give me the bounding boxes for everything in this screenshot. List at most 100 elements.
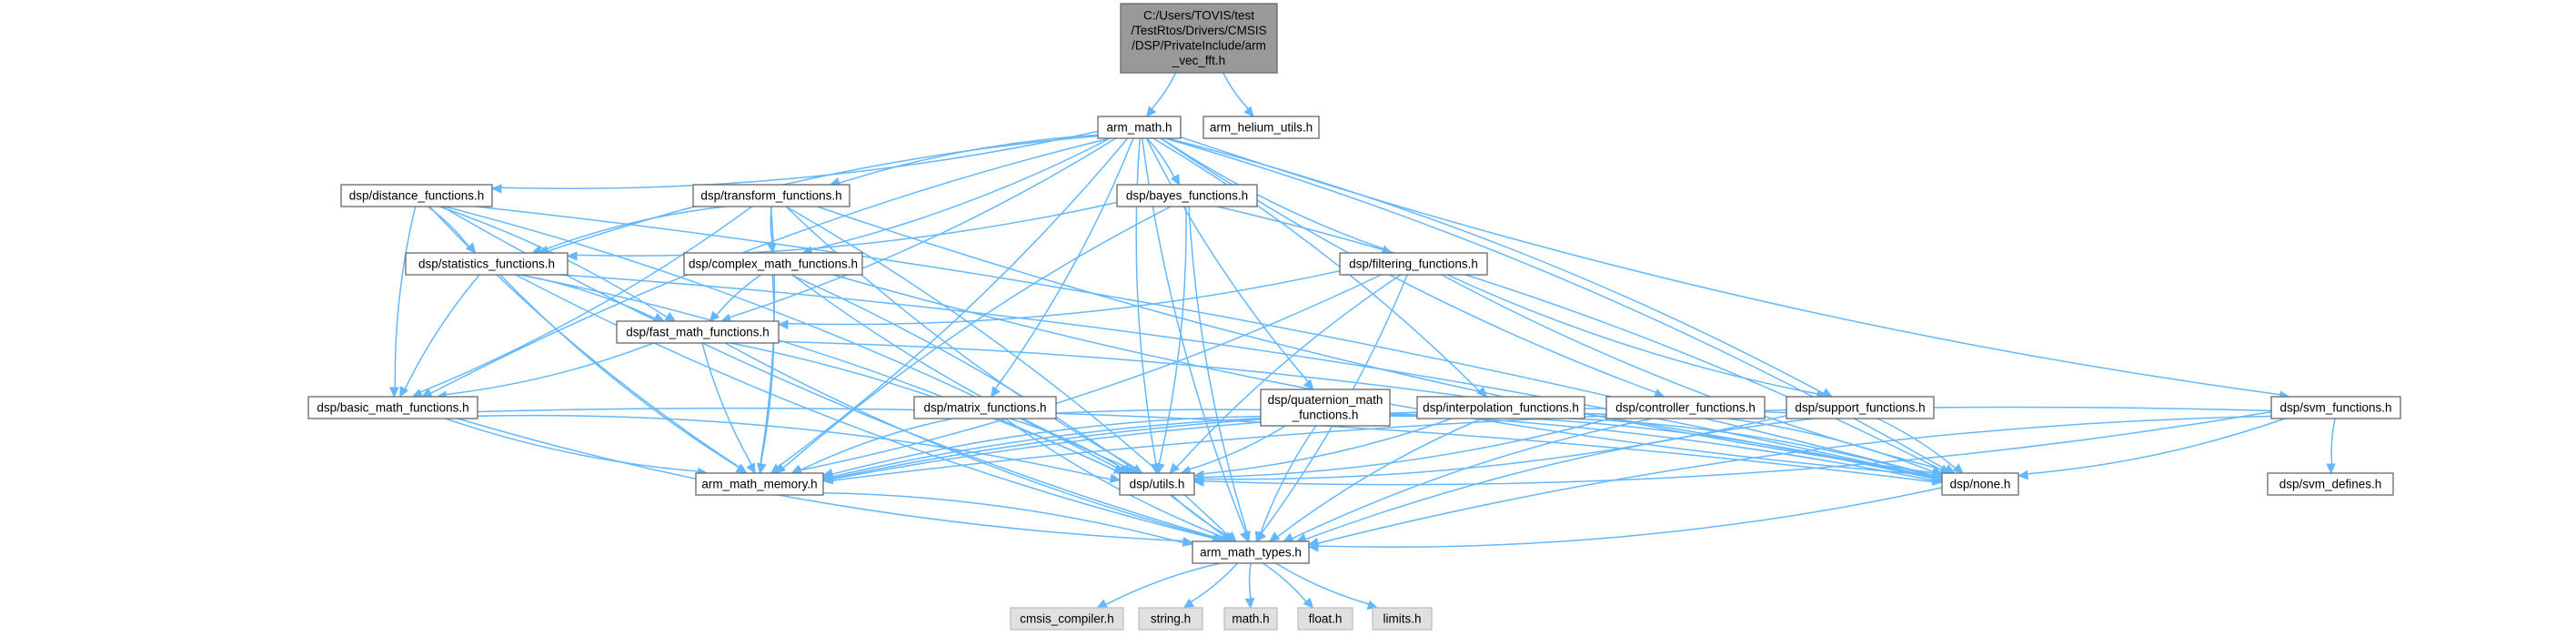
node-svm[interactable]: dsp/svm_functions.h (2270, 396, 2401, 419)
include-edge-interpolation-to-utils (1192, 418, 1453, 480)
include-edge-fast_math-to-utils (730, 342, 1125, 474)
include-edge-arm_math-to-bayes (1146, 137, 1181, 187)
include-edge-arm_math-to-support (1167, 137, 1834, 398)
node-box (683, 252, 863, 276)
include-edge-types-to-math (1244, 562, 1255, 610)
node-distance[interactable]: dsp/distance_functions.h (340, 184, 493, 207)
include-edge-support-to-types (1295, 418, 1815, 543)
edge-layer (389, 72, 2336, 610)
node-box (1260, 389, 1391, 427)
node-filtering[interactable]: dsp/filtering_functions.h (1339, 252, 1488, 276)
node-label: arm_math_memory.h (701, 477, 817, 490)
node-box (1010, 607, 1124, 631)
node-box (340, 184, 493, 207)
node-string: string.h (1138, 607, 1203, 631)
node-box (1192, 540, 1310, 564)
node-label: dsp/distance_functions.h (349, 188, 485, 202)
node-box (1297, 607, 1353, 631)
include-edge-filtering-to-utils (1169, 274, 1402, 474)
include-edge-bayes-to-statistics (566, 201, 1118, 261)
node-controller[interactable]: dsp/controller_functions.h (1605, 396, 1766, 419)
node-label: arm_helium_utils.h (1210, 120, 1313, 134)
node-label: dsp/support_functions.h (1795, 400, 1925, 414)
include-edge-memory-to-types (822, 491, 1194, 547)
node-label: dsp/matrix_functions.h (923, 400, 1046, 414)
node-label: C:/Users/TOVIS/test (1143, 9, 1254, 23)
node-memory[interactable]: arm_math_memory.h (695, 472, 824, 496)
node-box (2267, 472, 2394, 496)
node-quaternion[interactable]: dsp/quaternion_math_functions.h (1260, 389, 1391, 427)
node-label: dsp/interpolation_functions.h (1423, 400, 1579, 414)
node-complex[interactable]: dsp/complex_math_functions.h (683, 252, 863, 276)
include-edge-basic_math-to-utils (477, 414, 1122, 483)
node-fast-math[interactable]: dsp/fast_math_functions.h (616, 320, 780, 344)
node-label: dsp/utils.h (1130, 477, 1185, 490)
include-edge-root-to-helium (1222, 72, 1254, 117)
node-support[interactable]: dsp/support_functions.h (1786, 396, 1935, 419)
include-edge-interpolation-to-types (1268, 418, 1483, 542)
node-label: _functions.h (1292, 409, 1359, 422)
include-edge-statistics-to-basic_math (399, 274, 480, 399)
node-arm-math[interactable]: arm_math.h (1097, 116, 1182, 139)
include-edge-types-to-float (1263, 562, 1314, 609)
node-types[interactable]: arm_math_types.h (1192, 540, 1310, 564)
include-edge-arm_math-to-quaternion (1145, 137, 1314, 390)
node-box (1605, 396, 1766, 419)
node-box (1786, 396, 1935, 419)
include-edge-filtering-to-support (1446, 274, 1827, 400)
node-label: dsp/controller_functions.h (1615, 400, 1756, 414)
include-edge-complex-to-utils (791, 274, 1140, 474)
node-label: cmsis_compiler.h (1020, 611, 1114, 625)
include-edge-filtering-to-fast_math (777, 269, 1341, 329)
node-box (913, 396, 1057, 419)
node-limits: limits.h (1372, 607, 1433, 631)
include-edge-complex-to-memory (757, 274, 775, 475)
include-edge-support-to-none (1877, 418, 1965, 474)
node-utils[interactable]: dsp/utils.h (1119, 472, 1195, 496)
include-edge-fast_math-to-memory (701, 342, 756, 475)
node-label: dsp/bayes_functions.h (1126, 188, 1248, 202)
node-label: dsp/filtering_functions.h (1349, 257, 1478, 270)
node-label: dsp/svm_defines.h (2279, 477, 2382, 490)
include-edge-bayes-to-none (1216, 206, 1952, 474)
include-edge-svm-to-types (1307, 415, 2272, 548)
node-interpolation[interactable]: dsp/interpolation_functions.h (1416, 396, 1585, 419)
node-box (1116, 184, 1258, 207)
node-label: float.h (1309, 611, 1343, 625)
node-box (1223, 607, 1278, 631)
include-edge-basic_math-to-memory (445, 418, 709, 478)
include-edge-svm-to-svm_defines (2326, 418, 2336, 475)
include-edge-none-to-types (1307, 487, 1943, 552)
node-label: limits.h (1383, 611, 1421, 625)
include-edge-types-to-string (1182, 562, 1239, 609)
node-transform[interactable]: dsp/transform_functions.h (692, 184, 850, 207)
include-edge-arm_math-to-matrix (990, 137, 1134, 398)
node-label: /DSP/PrivateInclude/arm (1132, 39, 1266, 53)
node-label: math.h (1232, 611, 1269, 625)
node-box (1138, 607, 1203, 631)
node-box (1416, 396, 1585, 419)
node-none[interactable]: dsp/none.h (1941, 472, 2019, 496)
node-matrix[interactable]: dsp/matrix_functions.h (913, 396, 1057, 419)
node-basic-math[interactable]: dsp/basic_math_functions.h (307, 396, 478, 419)
include-edge-transform-to-basic_math (411, 206, 753, 398)
node-box (616, 320, 780, 344)
node-statistics[interactable]: dsp/statistics_functions.h (405, 252, 569, 276)
node-math: math.h (1223, 607, 1278, 631)
node-svm-defines[interactable]: dsp/svm_defines.h (2267, 472, 2394, 496)
node-box (1097, 116, 1182, 139)
node-label: /TestRtos/Drivers/CMSIS (1131, 24, 1266, 37)
node-box (2270, 396, 2401, 419)
node-box (1120, 3, 1278, 74)
node-box (307, 396, 478, 419)
include-edge-types-to-cmsis_compiler (1096, 562, 1221, 609)
include-edge-quaternion-to-types (1254, 425, 1317, 543)
node-bayes[interactable]: dsp/bayes_functions.h (1116, 184, 1258, 207)
node-label: dsp/basic_math_functions.h (317, 400, 468, 414)
node-label: arm_math.h (1106, 120, 1172, 134)
node-label: string.h (1151, 611, 1191, 625)
include-edge-complex-to-fast_math (709, 274, 762, 322)
node-label: dsp/fast_math_functions.h (626, 325, 770, 338)
node-helium[interactable]: arm_helium_utils.h (1202, 116, 1320, 139)
